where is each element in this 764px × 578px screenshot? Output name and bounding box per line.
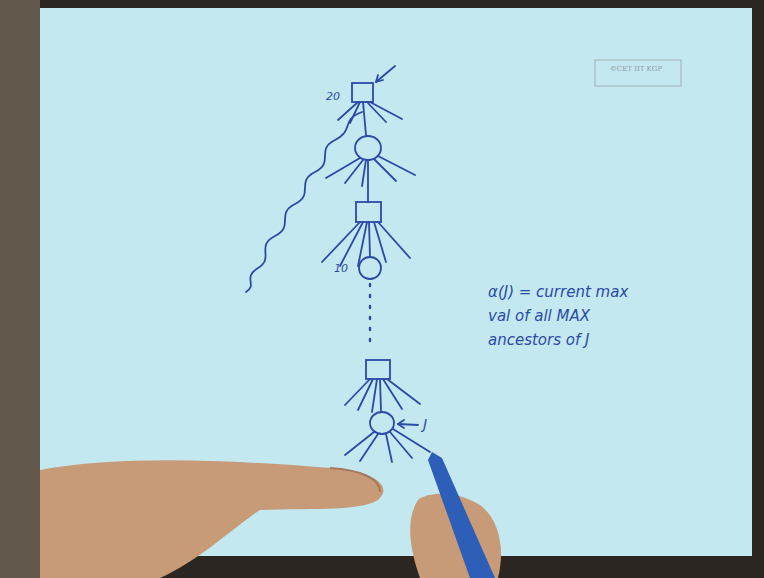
watermark-stamp: ©CET IIT KGP: [608, 64, 664, 74]
left-hand: [40, 460, 383, 578]
stamp-box: [595, 60, 681, 86]
node-name: J: [423, 416, 427, 432]
node-value: 20: [326, 90, 340, 103]
board-edge: [0, 0, 40, 578]
pen: [428, 452, 495, 578]
fingernail: [330, 468, 380, 492]
node-value: 10: [334, 262, 348, 275]
tree-strokes: [246, 66, 430, 462]
annotation-note: α(J) = current max val of all MAX ancest…: [488, 280, 638, 352]
